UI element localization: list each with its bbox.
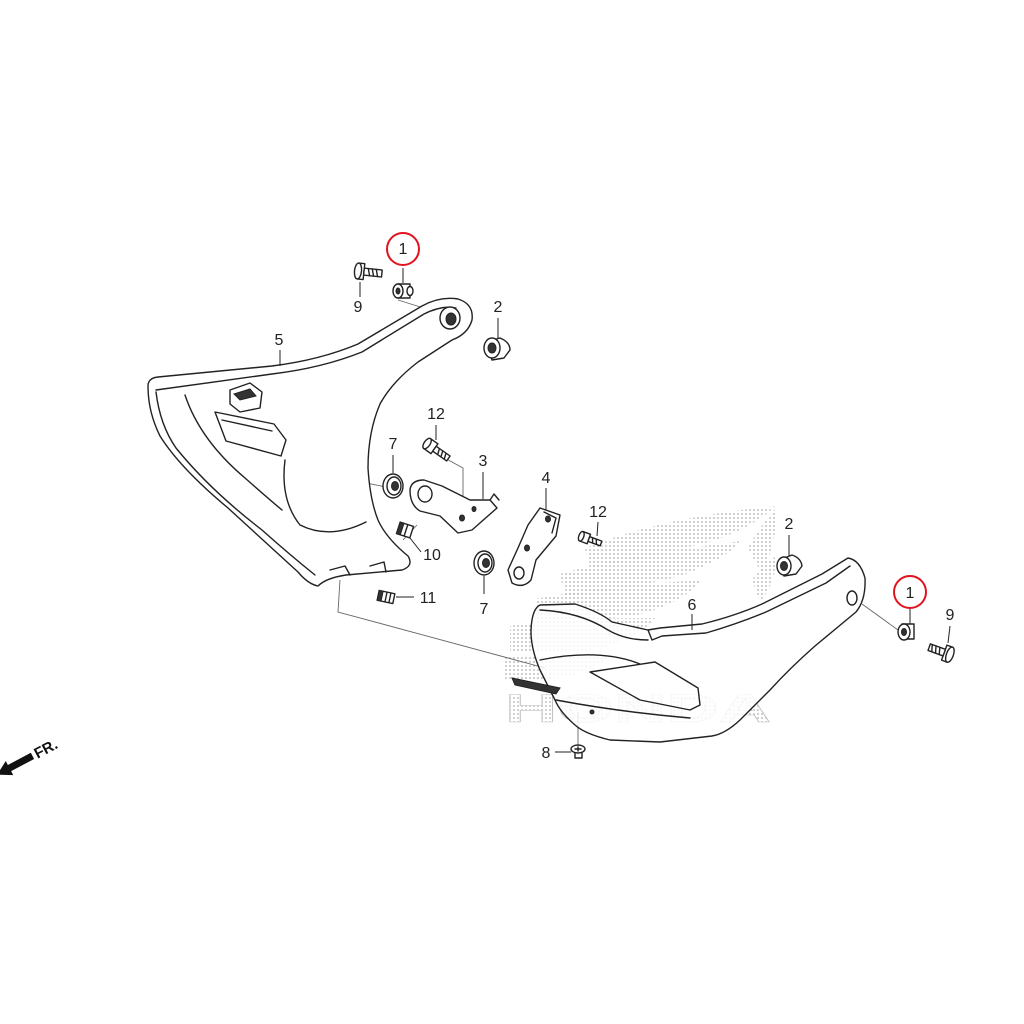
part-2-grommet-right [776,554,803,577]
part-8-screw [570,744,586,759]
part-4-bracket [507,507,561,587]
callout-2-right: 2 [785,516,794,533]
part-1-grommet-right [897,623,915,641]
callout-11: 11 [420,590,437,607]
callout-3: 3 [479,453,488,470]
callout-6: 6 [688,597,697,614]
callout-1-right: 1 [906,585,915,602]
part-5-side-cover [147,297,473,587]
part-9-bolt-right [927,643,955,663]
part-9-bolt-top [353,262,383,281]
callout-9-top: 9 [354,299,363,316]
part-3-bracket [409,479,500,534]
callout-9-right: 9 [946,607,955,624]
callout-8: 8 [542,745,551,762]
part-11-clip [376,589,396,605]
highlight-circle-part-1-top [386,232,420,266]
callout-leader-lines [279,268,951,753]
callout-10: 10 [423,547,441,564]
callout-4: 4 [542,470,551,487]
callout-7-top: 7 [389,436,398,453]
highlight-circle-part-1-right [893,575,927,609]
callout-7-bottom: 7 [480,601,489,618]
callout-12-top: 12 [427,406,445,423]
part-10-clip [395,521,415,539]
part-6-lower-cowl [511,557,866,743]
callout-1-top: 1 [399,241,408,258]
callout-2-top: 2 [494,299,503,316]
part-7-washer-top [382,473,404,499]
part-2-grommet-top [483,337,511,361]
part-12-bolt-top [422,437,451,462]
arrow-left-icon [0,752,35,776]
callout-5: 5 [275,332,284,349]
part-7-washer-bottom [473,550,495,576]
callout-12-right: 12 [589,504,607,521]
part-12-bolt-right [577,530,603,547]
callout-labels: 1 9 2 5 12 7 3 4 12 10 11 7 2 6 1 9 8 [275,241,955,762]
part-1-grommet-top [392,283,414,299]
